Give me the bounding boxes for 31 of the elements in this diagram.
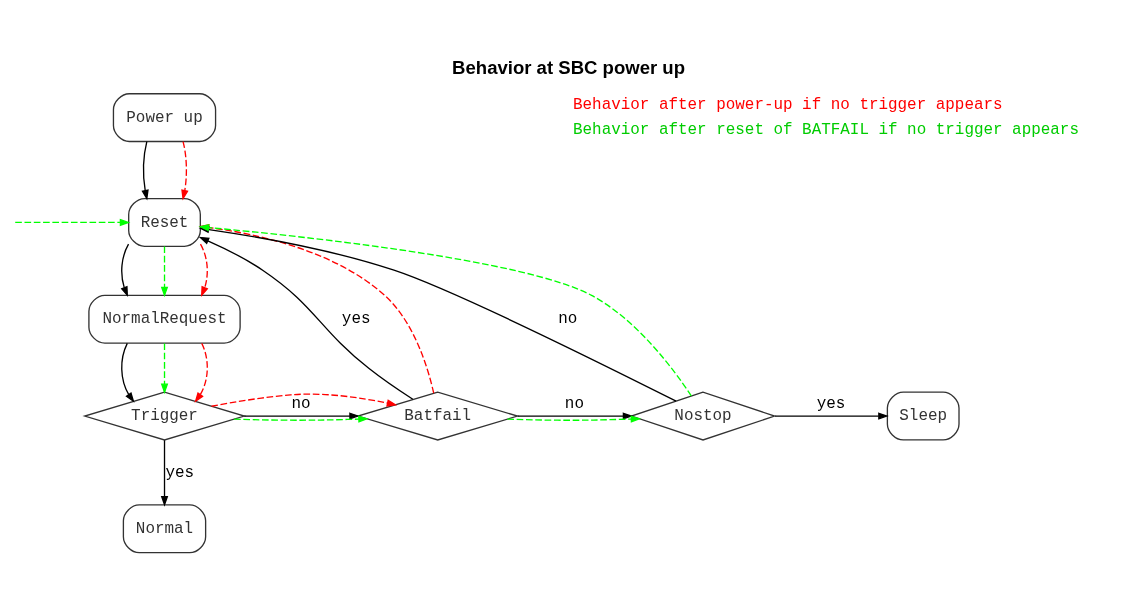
node-box: Power up — [112, 92, 217, 142]
node-box: Reset — [128, 197, 201, 247]
arrow — [506, 414, 642, 423]
legend-label: Behavior after reset of BATFAIL if no trigger appears — [573, 120, 1079, 139]
edge-label: yes — [165, 463, 195, 482]
arrow — [210, 392, 398, 407]
edge-label: no — [291, 394, 311, 413]
arrow — [14, 218, 131, 226]
arrow — [199, 243, 209, 297]
arrow — [141, 140, 149, 200]
arrow — [517, 411, 634, 420]
edge-label: yes — [816, 394, 846, 413]
edge-label: no — [558, 309, 578, 328]
diagram-title: Behavior at SBC power up — [452, 56, 685, 78]
edge-label: no — [564, 394, 584, 413]
legend-label: Behavior after power-up if no trigger appears — [573, 95, 1003, 114]
arrow — [181, 140, 189, 200]
arrow — [160, 342, 169, 394]
node-box: NormalRequest — [88, 294, 241, 344]
arrow — [233, 414, 369, 423]
edge-label: yes — [341, 309, 371, 328]
arrow — [194, 342, 208, 403]
arrow — [774, 411, 889, 420]
arrow — [121, 342, 135, 403]
arrow — [243, 411, 360, 420]
arrow — [160, 245, 169, 297]
node-box: Sleep — [886, 391, 960, 441]
arrow — [160, 439, 169, 507]
node-box: Normal — [122, 503, 207, 553]
arrow — [120, 243, 130, 297]
arrow — [198, 236, 414, 400]
